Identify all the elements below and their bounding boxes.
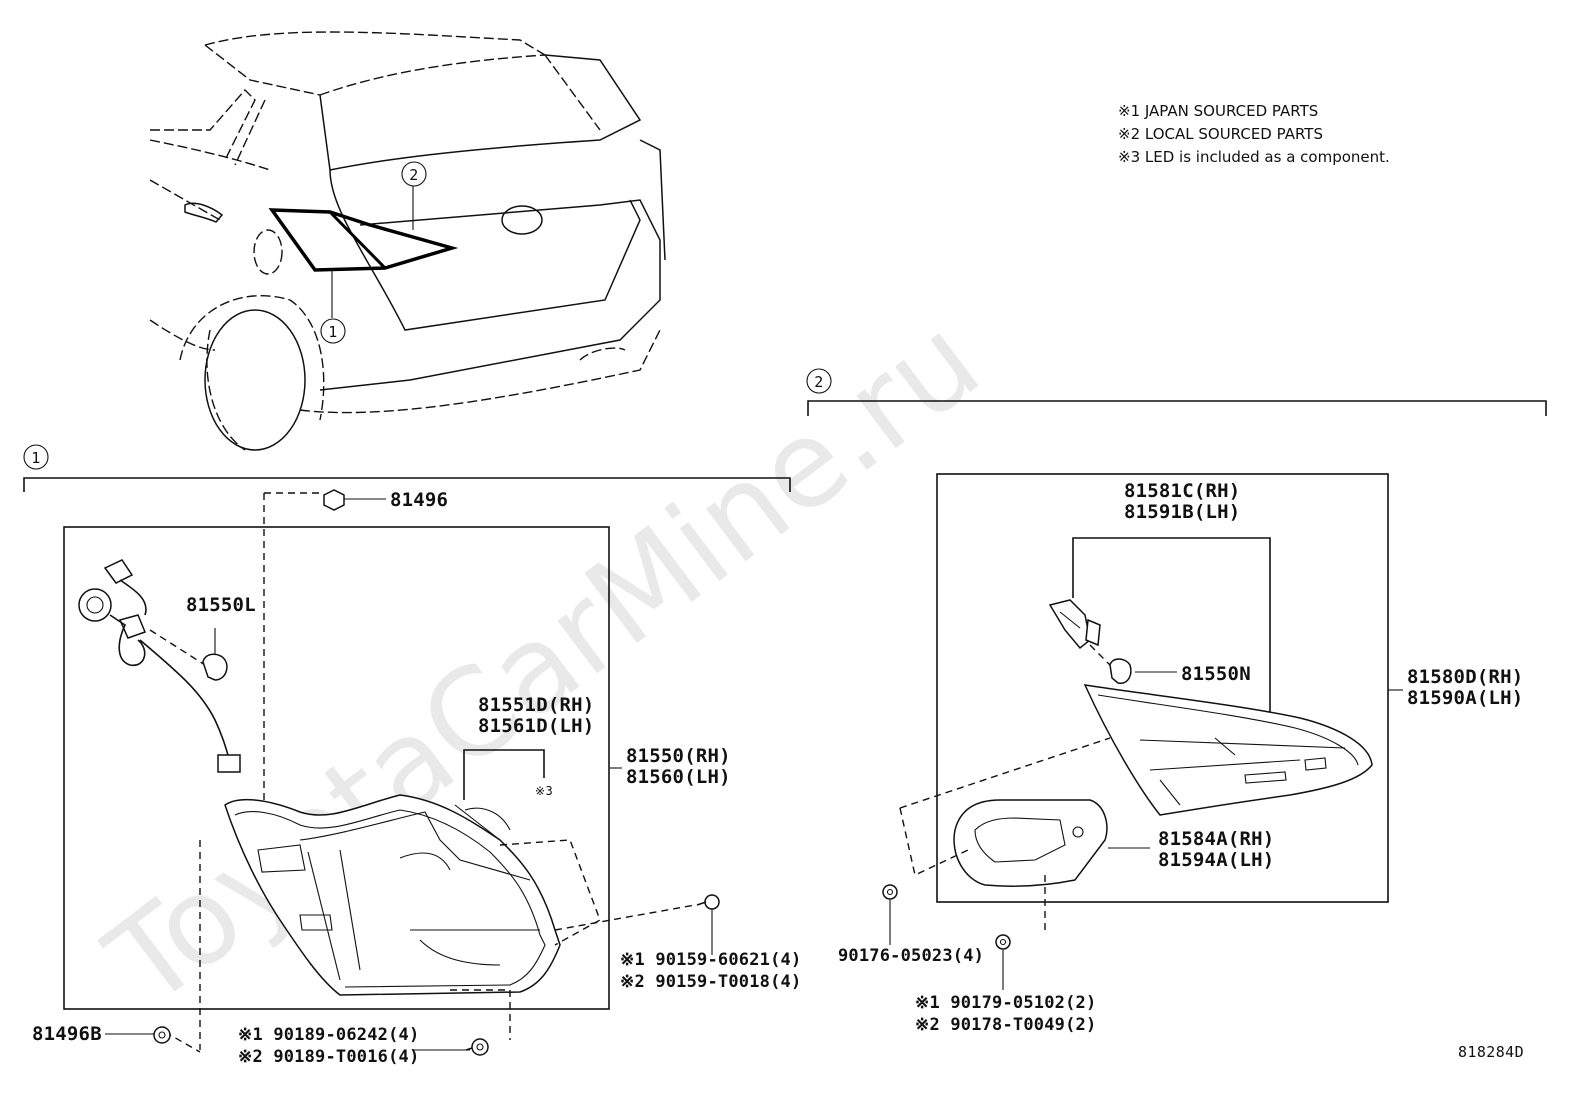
section-2-bracket: 2 <box>806 368 1547 416</box>
callout-1-on-car: 1 <box>320 318 346 344</box>
part-81496[interactable]: 81496 <box>390 489 448 511</box>
svg-text:1: 1 <box>31 449 40 467</box>
svg-text:2: 2 <box>409 166 418 184</box>
section-1-bracket: 1 <box>23 444 791 492</box>
part-81584A-RH[interactable]: 81584A(RH) <box>1158 828 1274 850</box>
part-90159-local[interactable]: ※2 90159-T0018(4) <box>620 972 801 992</box>
nut-90179-icon <box>995 934 1011 990</box>
part-81551D-RH[interactable]: 81551D(RH) <box>478 694 594 716</box>
bulb-81550L-icon <box>202 628 228 681</box>
part-90189-local[interactable]: ※2 90189-T0016(4) <box>238 1047 419 1067</box>
part-81591B-LH[interactable]: 81591B(LH) <box>1124 501 1240 523</box>
clip-81496-icon <box>263 489 386 800</box>
note-led: ※3 LED is included as a component. <box>1118 148 1390 166</box>
part-81561D-LH[interactable]: 81561D(LH) <box>478 715 594 737</box>
diagram-id: 818284D <box>1458 1043 1524 1061</box>
part-81590A-LH[interactable]: 81590A(LH) <box>1407 687 1523 709</box>
bulb-81550N-icon <box>1089 644 1132 684</box>
section-2-box <box>936 473 1389 903</box>
part-81496B[interactable]: 81496B <box>32 1023 102 1045</box>
nut-90189-icon <box>465 1038 489 1056</box>
note-3-mark: ※3 <box>535 784 553 798</box>
inner-lamp-81580D-icon <box>1083 684 1373 816</box>
part-90159-japan[interactable]: ※1 90159-60621(4) <box>620 950 801 970</box>
part-81594A-LH[interactable]: 81594A(LH) <box>1158 849 1274 871</box>
part-90178-local[interactable]: ※2 90178-T0049(2) <box>915 1015 1096 1035</box>
rear-combination-lamp-icon <box>164 794 696 1053</box>
socket-81581C-icon <box>1048 599 1101 650</box>
note-local: ※2 LOCAL SOURCED PARTS <box>1118 125 1323 143</box>
section-1-box <box>63 526 610 1010</box>
part-81581C-RH[interactable]: 81581C(RH) <box>1124 480 1240 502</box>
nut-90176-icon <box>882 884 898 945</box>
clip-81496B-icon <box>153 1026 171 1044</box>
led-bracket <box>463 749 545 800</box>
svg-text:2: 2 <box>814 373 823 391</box>
svg-text:1: 1 <box>328 323 337 341</box>
note-japan: ※1 JAPAN SOURCED PARTS <box>1118 102 1318 120</box>
part-81550L[interactable]: 81550L <box>186 594 256 616</box>
part-81550N[interactable]: 81550N <box>1181 663 1251 685</box>
part-81550-RH[interactable]: 81550(RH) <box>626 745 731 767</box>
socket-bracket <box>1072 537 1271 715</box>
part-90179-japan[interactable]: ※1 90179-05102(2) <box>915 993 1096 1013</box>
part-90176-05023[interactable]: 90176-05023(4) <box>838 946 984 966</box>
car-rear-illustration <box>149 31 666 451</box>
gasket-81584A-icon <box>899 737 1111 935</box>
part-81560-LH[interactable]: 81560(LH) <box>626 766 731 788</box>
screw-90159-icon <box>696 894 720 955</box>
socket-wire-harness-icon <box>78 559 241 773</box>
part-81580D-RH[interactable]: 81580D(RH) <box>1407 666 1523 688</box>
callout-2-on-car: 2 <box>401 161 427 187</box>
part-90189-japan[interactable]: ※1 90189-06242(4) <box>238 1025 419 1045</box>
sourcing-notes: ※1 JAPAN SOURCED PARTS ※2 LOCAL SOURCED … <box>1118 102 1390 166</box>
